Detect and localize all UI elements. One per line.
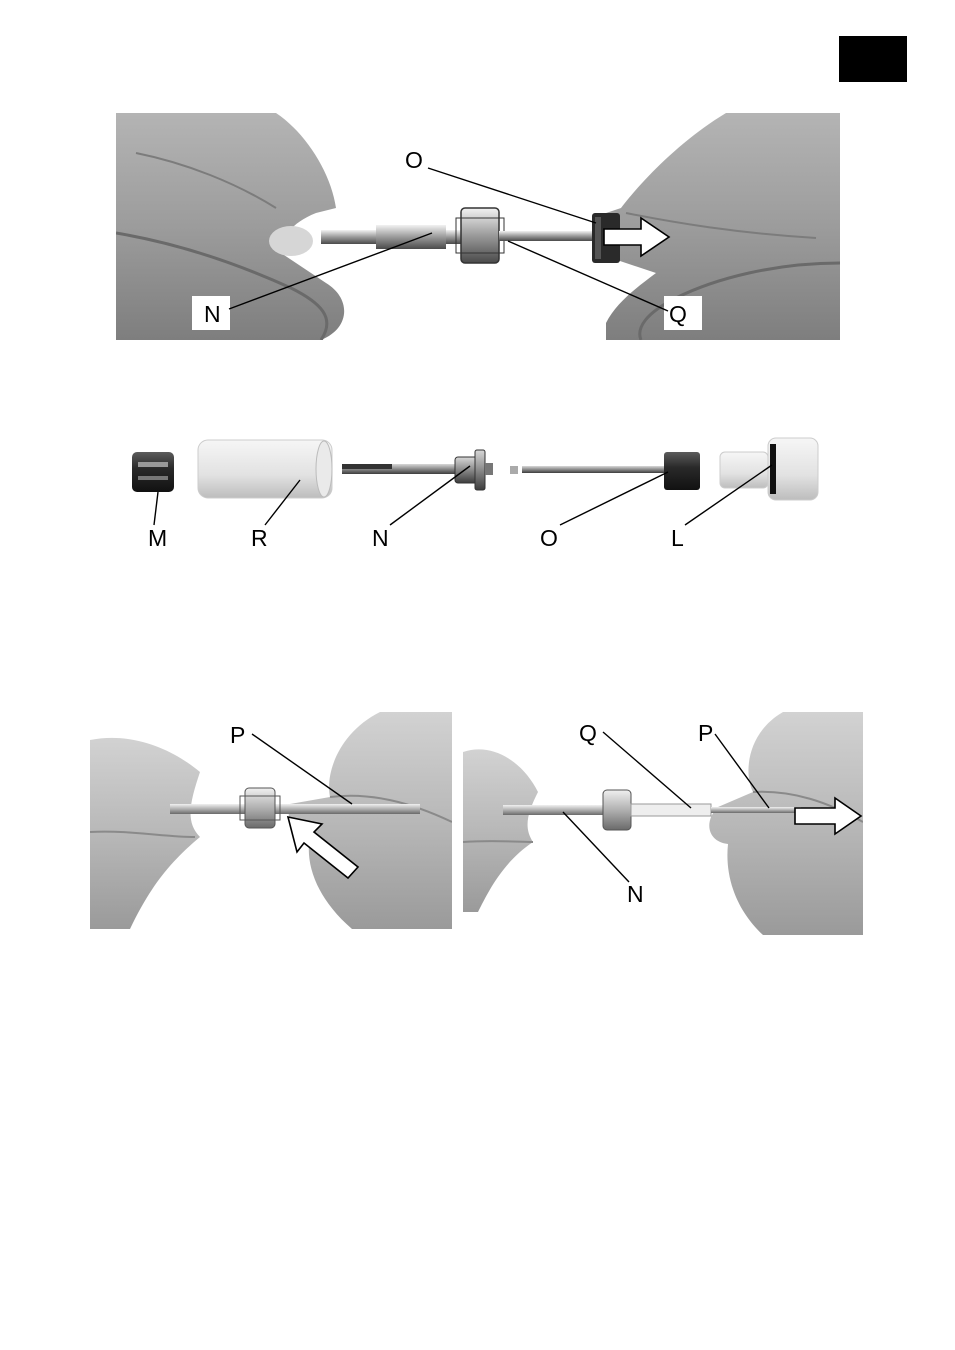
label-q: Q <box>579 720 597 746</box>
section-tab-marker <box>839 36 907 82</box>
part-n <box>342 450 493 490</box>
label-n: N <box>372 525 389 551</box>
part-m <box>132 452 174 492</box>
label-p: P <box>230 722 245 748</box>
figure-4-photo: Q P N <box>463 712 863 935</box>
part-r <box>198 440 332 498</box>
label-n: N <box>627 881 644 907</box>
label-n: N <box>204 301 221 327</box>
figure-3-photo: P <box>90 712 452 929</box>
label-q: Q <box>669 301 687 327</box>
figure-2-parts: M R N O L <box>120 430 830 555</box>
label-p: P <box>698 720 713 746</box>
part-o <box>510 452 700 490</box>
label-o: O <box>540 525 558 551</box>
label-m: M <box>148 525 167 551</box>
label-r: R <box>251 525 268 551</box>
label-l: L <box>671 525 684 551</box>
label-o: O <box>405 147 423 173</box>
figure-1-photo: O N Q <box>116 113 840 340</box>
